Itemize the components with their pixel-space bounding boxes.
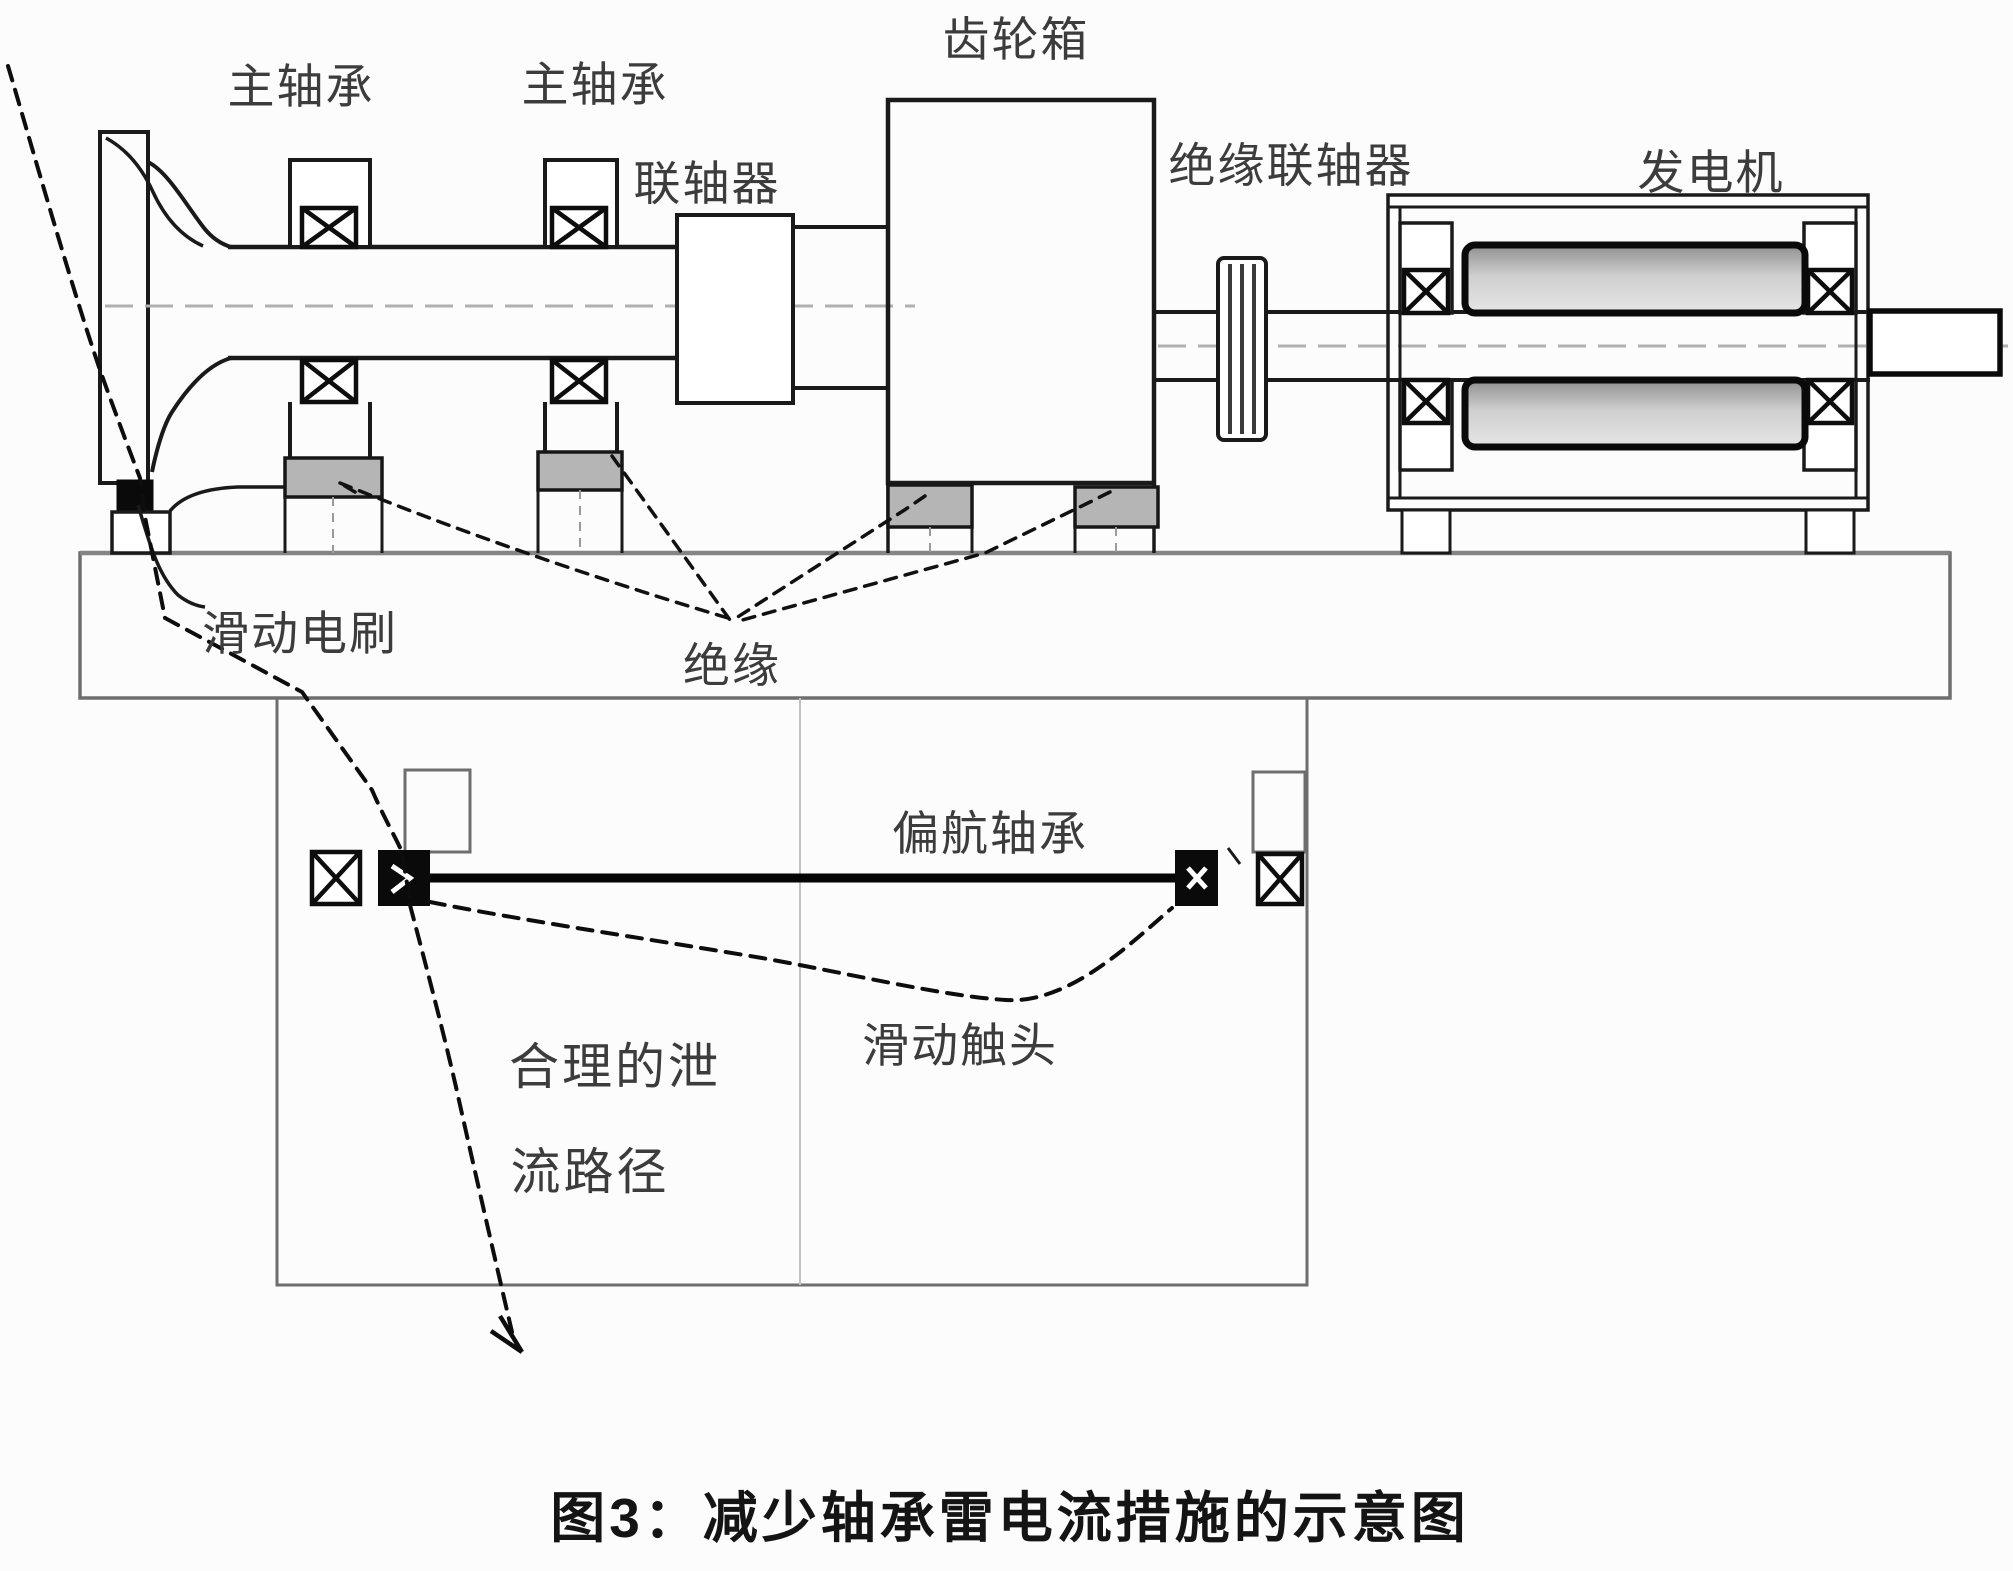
label-yaw-bearing: 偏航轴承 — [892, 807, 1088, 860]
insulated-coupling-disc — [1216, 256, 1268, 442]
label-sliding-brush: 滑动电刷 — [202, 607, 398, 660]
bearing-icon — [550, 358, 608, 404]
bearing-icon — [310, 850, 362, 906]
bearing-icon — [300, 206, 358, 249]
main-bearing-2 — [536, 158, 624, 553]
bearing-icon — [1403, 269, 1449, 314]
generator-rotor-top — [1461, 241, 1809, 317]
insulation-leader-lines — [338, 454, 1112, 624]
generator-foot — [1804, 508, 1856, 555]
label-main-bearing-2: 主轴承 — [522, 58, 669, 111]
sliding-brush-assembly — [110, 479, 206, 609]
flange-lower-web-curve — [150, 356, 232, 473]
flange-upper-web-curve — [147, 160, 232, 249]
label-generator: 发电机 — [1638, 146, 1785, 199]
label-discharge-path-line1: 合理的泄 — [509, 1039, 721, 1095]
arrowhead-icon — [489, 1314, 524, 1354]
contact-arrow-icon — [390, 863, 415, 894]
label-insulation: 绝缘 — [683, 639, 781, 692]
label-gearbox: 齿轮箱 — [943, 13, 1090, 66]
bearing-icon — [1403, 379, 1449, 424]
generator-foot — [1400, 508, 1452, 555]
brush-contact-block — [116, 479, 154, 513]
contact-x-icon — [1186, 866, 1208, 890]
generator — [1386, 193, 2003, 555]
bearing-icon — [1256, 852, 1304, 906]
insulation-pad — [283, 456, 384, 499]
generator-shaft-stub — [1867, 308, 2003, 377]
insulation-pad — [536, 450, 624, 492]
main-bearing-1 — [283, 158, 384, 553]
gearbox — [885, 97, 1160, 553]
path-to-sliding-contact — [428, 900, 1174, 1003]
bearing-icon — [300, 358, 358, 404]
contact-bracket — [403, 768, 472, 854]
contact-bracket — [1251, 770, 1307, 854]
yaw-bearing-assembly — [310, 768, 1307, 906]
label-coupling: 联轴器 — [634, 157, 781, 210]
insulation-pad — [886, 483, 974, 529]
label-insulated-coupling: 绝缘联轴器 — [1169, 139, 1414, 192]
lightning-path-entry — [6, 64, 412, 904]
bearing-icon — [1807, 379, 1853, 424]
discharge-path-down — [408, 903, 514, 1334]
tower-frame — [275, 696, 1309, 1287]
lightning-current-path — [6, 64, 1174, 1354]
bearing-icon — [1807, 269, 1853, 314]
figure-caption: 图3：减少轴承雷电流措施的示意图 — [550, 1487, 1470, 1549]
hub-bond-wire — [105, 136, 204, 248]
generator-rotor-bottom — [1461, 376, 1809, 451]
label-sliding-contact: 滑动触头 — [862, 1019, 1058, 1072]
shaft-coupling — [675, 213, 888, 405]
bearing-icon — [550, 206, 608, 249]
nacelle-floor-ledge — [168, 485, 285, 513]
hub-flange — [98, 130, 285, 513]
insulation-pad — [1073, 485, 1160, 529]
label-discharge-path-line2: 流路径 — [511, 1144, 670, 1200]
label-main-bearing-1: 主轴承 — [228, 60, 375, 113]
